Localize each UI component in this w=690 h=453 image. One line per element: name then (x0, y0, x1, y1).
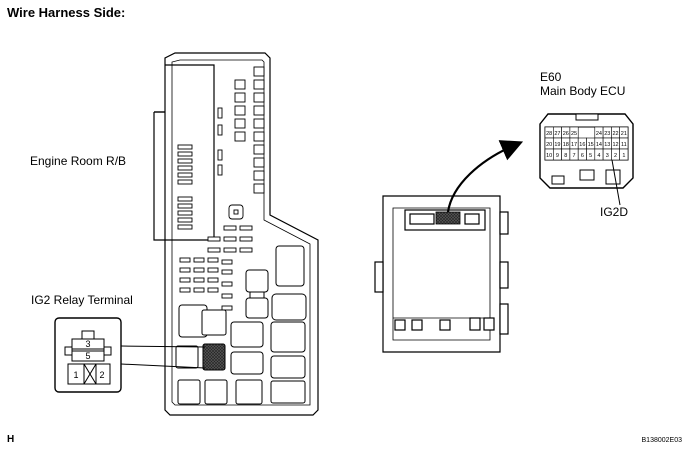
ig2-relay-terminal-inset: 3 5 1 2 (54, 317, 122, 393)
arrow-icon (446, 140, 524, 213)
engine-room-rb-label: Engine Room R/B (30, 154, 127, 168)
ecu-pin-cell (619, 148, 629, 161)
page-title: Wire Harness Side: (7, 5, 126, 20)
ecu-pin-3: 3 (606, 153, 609, 159)
ecu-pin-20: 20 (546, 142, 552, 148)
ecu-pin-9: 9 (556, 153, 559, 159)
ecu-pin-7: 7 (573, 153, 576, 159)
ecu-pin-14: 14 (596, 142, 602, 148)
engine-room-rb (153, 52, 319, 416)
fuse-block-relays (175, 245, 307, 405)
ecu-pin-10: 10 (546, 153, 552, 159)
ecu-pin-16: 16 (579, 142, 585, 148)
ecu-pin-17: 17 (571, 142, 577, 148)
ecu-pin-27: 27 (554, 131, 560, 137)
e60-connector-highlight (435, 211, 461, 225)
ecu-pin-22: 22 (612, 131, 618, 137)
ig2d-leader-line (611, 159, 621, 206)
ecu-pin-25: 25 (571, 131, 577, 137)
ecu-pin-19: 19 (554, 142, 560, 148)
ecu-pin-2: 2 (614, 153, 617, 159)
ecu-pin-12: 12 (612, 142, 618, 148)
ecu-pin-5: 5 (589, 153, 592, 159)
ecu-pin-21: 21 (621, 131, 627, 137)
ecu-name-label: Main Body ECU (540, 84, 626, 98)
ecu-pin-24: 24 (596, 131, 602, 137)
ecu-pin-4: 4 (597, 153, 600, 159)
ig2-relay-terminal-label: IG2 Relay Terminal (31, 293, 133, 307)
main-body-ecu-housing (374, 195, 509, 353)
relay-leader-lines (120, 345, 206, 369)
ecu-pin-18: 18 (563, 142, 569, 148)
relay-pin-1: 1 (73, 370, 78, 380)
ecu-pin-13: 13 (604, 142, 610, 148)
relay-pin-2: 2 (99, 370, 104, 380)
ecu-pin-28: 28 (546, 131, 552, 137)
ecu-pin-1: 1 (622, 153, 625, 159)
relay-pin-3: 3 (85, 339, 90, 349)
page-code: H (7, 434, 15, 445)
ig2-relay-highlight (202, 343, 226, 371)
ecu-pin-26: 26 (563, 131, 569, 137)
ecu-pin-8: 8 (564, 153, 567, 159)
connector-code-label: E60 (540, 70, 562, 84)
ecu-pin-6: 6 (581, 153, 584, 159)
ecu-pin-15: 15 (588, 142, 594, 148)
figure-id: B138002E03 (641, 437, 682, 444)
fuse-block-small-fuses (177, 66, 265, 311)
relay-pin-5: 5 (85, 351, 90, 361)
ecu-pin-23: 23 (604, 131, 610, 137)
ig2d-label: IG2D (600, 205, 629, 219)
ecu-pin-11: 11 (621, 142, 627, 148)
